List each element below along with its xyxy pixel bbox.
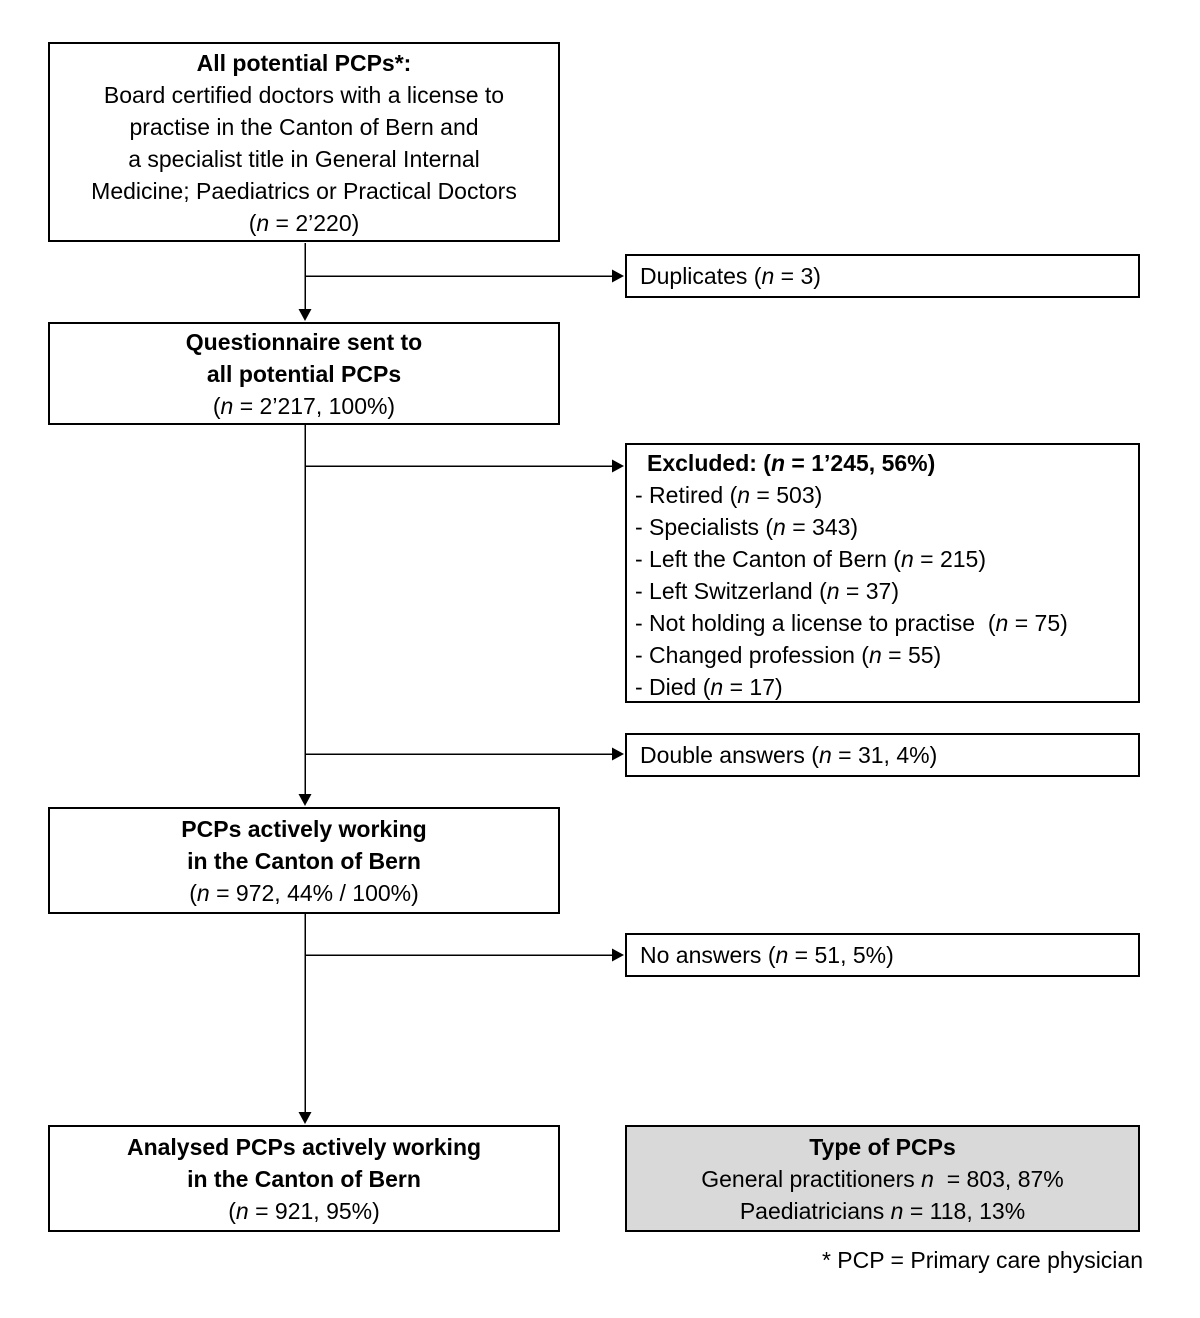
arrowhead-down-box4 (298, 1112, 312, 1124)
text-line: - Retired (n = 503) (635, 482, 823, 508)
text-line: - Changed profession (n = 55) (635, 642, 942, 668)
text-line: - Not holding a license to practise (n =… (635, 610, 1068, 636)
text-line: (n = 972, 44% / 100%) (189, 880, 419, 906)
box-no-answers: No answers (n = 51, 5%) (625, 933, 1140, 977)
text-line: in the Canton of Bern (187, 848, 421, 874)
box-analysed-pcps: Analysed PCPs actively working in the Can… (48, 1125, 560, 1232)
box-active-pcps: PCPs actively working in the Canton of Be… (48, 807, 560, 914)
text-line: - Left Switzerland (n = 37) (635, 578, 900, 604)
box-all-potential-pcps: All potential PCPs*: Board certified doct… (48, 42, 560, 242)
text-line: General practitioners n = 803, 87% (701, 1166, 1064, 1192)
text-line: (n = 2’217, 100%) (212, 393, 396, 419)
arrowhead-right-double-answers (612, 747, 624, 761)
arrowhead-right-duplicates (612, 269, 624, 283)
arrowhead-down-box2 (298, 309, 312, 321)
text-line: a specialist title in General Internal (128, 146, 480, 172)
text-line: Excluded: (n = 1’245, 56%) (647, 450, 936, 476)
text-line: Type of PCPs (809, 1134, 956, 1160)
text-line: Analysed PCPs actively working (126, 1134, 482, 1160)
text-line: (n = 921, 95%) (228, 1198, 380, 1224)
text-line: PCPs actively working (181, 816, 427, 842)
box-excluded: Excluded: (n = 1’245, 56%) - Retired (n =… (625, 443, 1140, 703)
text-line: Paediatricians n = 118, 13% (739, 1198, 1026, 1224)
text-line: Double answers (n = 31, 4%) (640, 742, 938, 768)
arrowhead-right-excluded (612, 459, 624, 473)
text-line: Duplicates (n = 3) (640, 263, 821, 289)
text-line: Questionnaire sent to (185, 329, 423, 355)
arrowhead-right-no-answers (612, 948, 624, 962)
text-line: - Specialists (n = 343) (635, 514, 859, 540)
box-double-answers: Double answers (n = 31, 4%) (625, 733, 1140, 777)
text-line: - Died (n = 17) (635, 674, 783, 700)
text-line: Medicine; Paediatrics or Practical Docto… (91, 178, 517, 204)
text-line: All potential PCPs*: (196, 50, 412, 76)
text-line: No answers (n = 51, 5%) (640, 942, 894, 968)
text-line: practise in the Canton of Bern and (129, 114, 479, 140)
text-line: (n = 2’220) (248, 210, 360, 236)
text-line: all potential PCPs (206, 361, 402, 387)
text-line: - Left the Canton of Bern (n = 215) (635, 546, 986, 572)
text-line: in the Canton of Bern (187, 1166, 421, 1192)
box-duplicates: Duplicates (n = 3) (625, 254, 1140, 298)
footnote-pcp-definition: * PCP = Primary care physician (821, 1247, 1143, 1273)
box-questionnaire-sent: Questionnaire sent to all potential PCPs (… (48, 322, 560, 425)
text-line: Board certified doctors with a license t… (103, 82, 505, 108)
arrowhead-down-box3 (298, 794, 312, 806)
